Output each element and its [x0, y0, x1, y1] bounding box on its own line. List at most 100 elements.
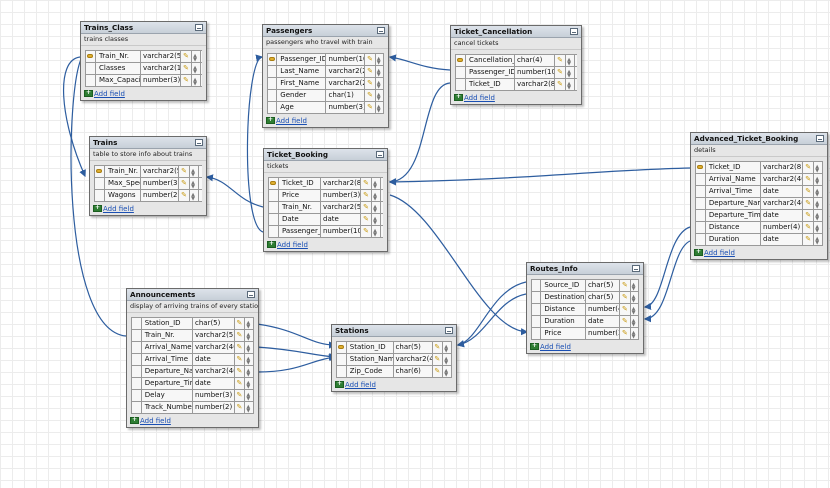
add-field[interactable]: Add field: [527, 341, 643, 353]
updown-arrows-icon[interactable]: ▲▼: [245, 354, 254, 365]
link-advanced-to-ticket-booking[interactable]: [388, 167, 691, 186]
window-icon[interactable]: [816, 135, 824, 142]
table-header[interactable]: Passengers: [263, 25, 388, 37]
updown-arrows-icon[interactable]: ▲▼: [372, 214, 381, 225]
window-icon[interactable]: [632, 265, 640, 272]
table-header[interactable]: Announcements: [127, 289, 258, 301]
pencil-icon[interactable]: ✎: [803, 234, 815, 245]
updown-arrows-icon[interactable]: ▲▼: [376, 102, 385, 113]
pencil-icon[interactable]: ✎: [803, 222, 815, 233]
updown-arrows-icon[interactable]: ▲▼: [245, 318, 254, 329]
updown-arrows-icon[interactable]: ▲▼: [814, 210, 823, 221]
pencil-icon[interactable]: ✎: [620, 328, 631, 339]
updown-arrows-icon[interactable]: ▲▼: [443, 366, 452, 377]
updown-arrows-icon[interactable]: ▲▼: [245, 402, 254, 413]
pencil-icon[interactable]: ✎: [365, 102, 376, 113]
field-row[interactable]: Train_Nr.varchar2(5)✎▲▼: [94, 166, 202, 178]
pencil-icon[interactable]: ✎: [803, 186, 815, 197]
link-advanced-dist-to-routes[interactable]: [643, 226, 691, 310]
window-icon[interactable]: [445, 327, 453, 334]
table-header[interactable]: Trains_Class: [81, 22, 206, 34]
pencil-icon[interactable]: ✎: [179, 166, 190, 177]
window-icon[interactable]: [570, 28, 578, 35]
pencil-icon[interactable]: ✎: [620, 304, 631, 315]
pencil-icon[interactable]: ✎: [803, 198, 815, 209]
add-field[interactable]: Add field: [691, 247, 827, 259]
pencil-icon[interactable]: ✎: [181, 51, 192, 62]
table-header[interactable]: Routes_Info: [527, 263, 643, 275]
pencil-icon[interactable]: ✎: [235, 402, 246, 413]
updown-arrows-icon[interactable]: ▲▼: [245, 330, 254, 341]
updown-arrows-icon[interactable]: ▲▼: [376, 66, 385, 77]
updown-arrows-icon[interactable]: ▲▼: [372, 190, 381, 201]
updown-arrows-icon[interactable]: ▲▼: [631, 292, 639, 303]
add-field[interactable]: Add field: [81, 88, 206, 100]
pencil-icon[interactable]: ✎: [235, 330, 246, 341]
pencil-icon[interactable]: ✎: [361, 214, 372, 225]
pencil-icon[interactable]: ✎: [235, 342, 246, 353]
updown-arrows-icon[interactable]: ▲▼: [245, 378, 254, 389]
table-header[interactable]: Trains: [90, 137, 206, 149]
updown-arrows-icon[interactable]: ▲▼: [245, 390, 254, 401]
link-ticket-booking-to-trains[interactable]: [205, 174, 264, 208]
updown-arrows-icon[interactable]: ▲▼: [190, 166, 199, 177]
pencil-icon[interactable]: ✎: [235, 366, 246, 377]
add-field-link[interactable]: Add field: [140, 417, 171, 425]
updown-arrows-icon[interactable]: ▲▼: [372, 226, 381, 237]
updown-arrows-icon[interactable]: ▲▼: [443, 354, 452, 365]
pencil-icon[interactable]: ✎: [361, 178, 372, 189]
link-announcements-to-stations-2[interactable]: [256, 346, 337, 361]
pencil-icon[interactable]: ✎: [803, 162, 815, 173]
updown-arrows-icon[interactable]: ▲▼: [631, 316, 639, 327]
pencil-icon[interactable]: ✎: [181, 63, 192, 74]
updown-arrows-icon[interactable]: ▲▼: [631, 328, 639, 339]
pencil-icon[interactable]: ✎: [433, 342, 444, 353]
field-row[interactable]: Train_Nr.varchar2(5)✎▲▼: [268, 202, 383, 214]
updown-arrows-icon[interactable]: ▲▼: [814, 222, 823, 233]
updown-arrows-icon[interactable]: ▲▼: [190, 190, 199, 201]
updown-arrows-icon[interactable]: ▲▼: [376, 90, 385, 101]
pencil-icon[interactable]: ✎: [361, 226, 372, 237]
pencil-icon[interactable]: ✎: [620, 316, 631, 327]
updown-arrows-icon[interactable]: ▲▼: [245, 366, 254, 377]
updown-arrows-icon[interactable]: ▲▼: [372, 178, 381, 189]
updown-arrows-icon[interactable]: ▲▼: [631, 280, 639, 291]
table-header[interactable]: Stations: [332, 325, 456, 337]
pencil-icon[interactable]: ✎: [433, 354, 444, 365]
add-field-link[interactable]: Add field: [345, 381, 376, 389]
updown-arrows-icon[interactable]: ▲▼: [631, 304, 639, 315]
window-icon[interactable]: [247, 291, 255, 298]
link-advanced-dur-to-routes[interactable]: [643, 240, 691, 323]
pencil-icon[interactable]: ✎: [235, 318, 246, 329]
table-header[interactable]: Ticket_Booking: [264, 149, 387, 161]
link-announcements-to-stations-3[interactable]: [256, 354, 337, 373]
updown-arrows-icon[interactable]: ▲▼: [190, 178, 199, 189]
add-field-link[interactable]: Add field: [277, 241, 308, 249]
pencil-icon[interactable]: ✎: [803, 174, 815, 185]
updown-arrows-icon[interactable]: ▲▼: [376, 54, 385, 65]
pencil-icon[interactable]: ✎: [179, 178, 190, 189]
window-icon[interactable]: [377, 27, 385, 34]
add-field-link[interactable]: Add field: [464, 94, 495, 102]
updown-arrows-icon[interactable]: ▲▼: [443, 342, 452, 353]
updown-arrows-icon[interactable]: ▲▼: [814, 198, 823, 209]
